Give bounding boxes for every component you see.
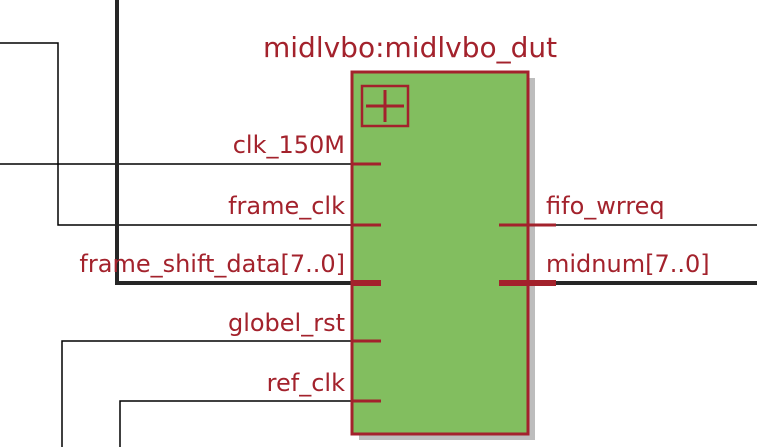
port-label-ref-clk: ref_clk [266,369,345,397]
bus-frame-shift-data[interactable] [115,0,352,285]
wire-frame-clk[interactable] [0,42,352,226]
wire-globel-rst[interactable] [61,340,352,447]
module-title: midlvbo:midlvbo_dut [263,31,558,64]
port-label-clk-150m: clk_150M [232,131,345,159]
port-label-midnum: midnum[7..0] [546,250,710,278]
plus-icon[interactable] [360,84,410,128]
module-block[interactable] [350,70,530,436]
port-label-globel-rst: globel_rst [227,309,345,337]
port-label-frame-shift-data: frame_shift_data[7..0] [79,250,345,278]
port-stubs [352,162,556,403]
port-label-fifo-wrreq: fifo_wrreq [546,192,665,220]
wire-ref-clk[interactable] [119,400,352,447]
port-label-frame-clk: frame_clk [228,192,345,220]
